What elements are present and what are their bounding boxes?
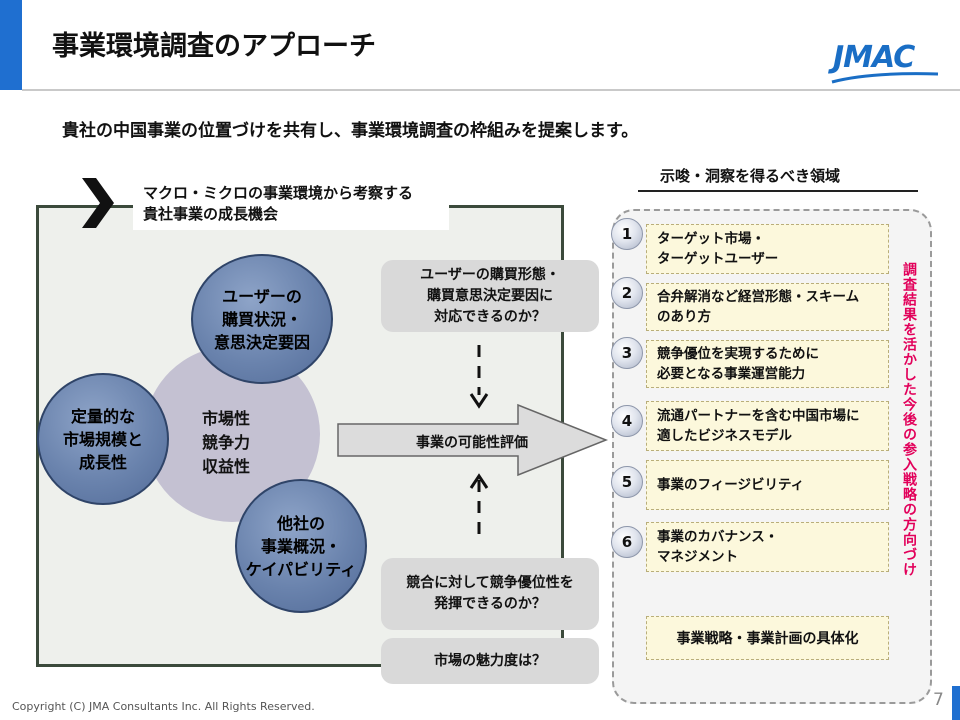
chevron-right-icon [82, 178, 114, 228]
area-number-badge: 1 [611, 218, 643, 250]
area-number-badge: 5 [611, 466, 643, 498]
down-arrowhead [469, 393, 489, 409]
question-buyer-response: ユーザーの購買形態・ 購買意思決定要因に 対応できるのか？ [381, 260, 599, 332]
area-line: 合弁解消など経営形態・スキーム [657, 289, 860, 305]
panel-heading-backdrop [133, 180, 449, 230]
page-subtitle: 貴社の中国事業の位置づけを共有し、事業環境調査の枠組みを提案します。 [62, 121, 639, 141]
bubble-label-line: 市場規模と [62, 429, 143, 449]
bubble-label-line: 成長性 [78, 452, 127, 472]
footer-accent-bar [952, 686, 960, 720]
page-number: 7 [933, 690, 944, 710]
logo-swoosh-icon [831, 72, 939, 84]
insight-area-item: 競争優位を実現するために 必要となる事業運営能力 [646, 340, 889, 388]
bubble-label-line: 事業概況・ [260, 536, 341, 556]
bubble-label-line: 定量的な [70, 406, 135, 426]
center-label-line: 収益性 [201, 457, 250, 476]
bubble-label-line: ユーザーの [222, 286, 302, 306]
panel-heading: マクロ・ミクロの事業環境から考察する 貴社事業の成長機会 [143, 183, 413, 225]
area-number-badge: 4 [611, 405, 643, 437]
area-line: 事業のフィージビリティ [657, 477, 805, 493]
title-accent-bar [0, 0, 22, 90]
strategy-plan-box: 事業戦略・事業計画の具体化 [646, 616, 889, 660]
question-line: ユーザーの購買形態・ [420, 266, 560, 283]
question-line: 購買意思決定要因に [426, 287, 553, 304]
area-line: 必要となる事業運営能力 [657, 366, 806, 382]
area-line: マネジメント [657, 549, 738, 565]
area-line: 事業のカバナンス・ [657, 529, 779, 545]
question-line: 発揮できるのか？ [434, 596, 546, 612]
center-label-line: 市場性 [201, 409, 250, 428]
area-line: 適したビジネスモデル [657, 428, 792, 444]
area-line: ターゲットユーザー [657, 251, 779, 267]
area-line: 流通パートナーを含む中国市場に [657, 408, 860, 424]
bubble-label-line: ケイパビリティ [245, 559, 357, 579]
insight-area-item: ターゲット市場・ ターゲットユーザー [646, 224, 889, 274]
area-number-badge: 2 [611, 277, 643, 309]
center-disc-label: 市場性 競争力 収益性 [186, 407, 266, 479]
area-number-badge: 6 [611, 526, 643, 558]
insight-area-item: 事業のカバナンス・ マネジメント [646, 522, 889, 572]
insight-area-heading: 示唆・洞察を得るべき領域 [660, 167, 841, 185]
area-line: ターゲット市場・ [657, 231, 765, 247]
panel-heading-line: マクロ・ミクロの事業環境から考察する [143, 184, 414, 202]
bubble-label-line: 他社の [276, 513, 325, 533]
question-market-attractiveness: 市場の魅力度は？ [381, 638, 599, 684]
area-line: 競争優位を実現するために [657, 346, 819, 362]
bubble-market-size: 定量的な 市場規模と 成長性 [37, 373, 169, 505]
question-line: 競合に対して競争優位性を [406, 575, 574, 591]
panel-heading-line: 貴社事業の成長機会 [143, 205, 279, 223]
page-title: 事業環境調査のアプローチ [52, 31, 376, 62]
evaluation-label: 事業の可能性評価 [416, 435, 528, 451]
bubble-label-line: 意思決定要因 [213, 332, 310, 352]
area-line: のあり方 [657, 309, 711, 325]
insight-area-item: 流通パートナーを含む中国市場に 適したビジネスモデル [646, 401, 889, 451]
up-arrowhead [469, 473, 489, 489]
question-competitive-advantage: 競合に対して競争優位性を 発揮できるのか？ [381, 558, 599, 630]
area-number-badge: 3 [611, 337, 643, 369]
bubble-competitor-capability: 他社の 事業概況・ ケイパビリティ [235, 479, 367, 613]
bubble-buyer-status: ユーザーの 購買状況・ 意思決定要因 [191, 254, 333, 384]
strategy-direction-label: 調査結果を活かした今後の参入戦略の方向づけ [901, 262, 917, 577]
bubble-label-line: 購買状況・ [221, 309, 302, 329]
insight-heading-underline [638, 190, 918, 192]
insight-area-item: 合弁解消など経営形態・スキーム のあり方 [646, 283, 889, 331]
jmac-logo: JMAC [833, 40, 915, 75]
center-label-line: 競争力 [201, 433, 250, 452]
evaluation-arrow [337, 403, 609, 477]
title-divider [22, 89, 960, 91]
question-line: 対応できるのか？ [434, 308, 546, 325]
insight-area-item: 事業のフィージビリティ [646, 460, 889, 510]
copyright-notice: Copyright (C) JMA Consultants Inc. All R… [12, 700, 315, 713]
